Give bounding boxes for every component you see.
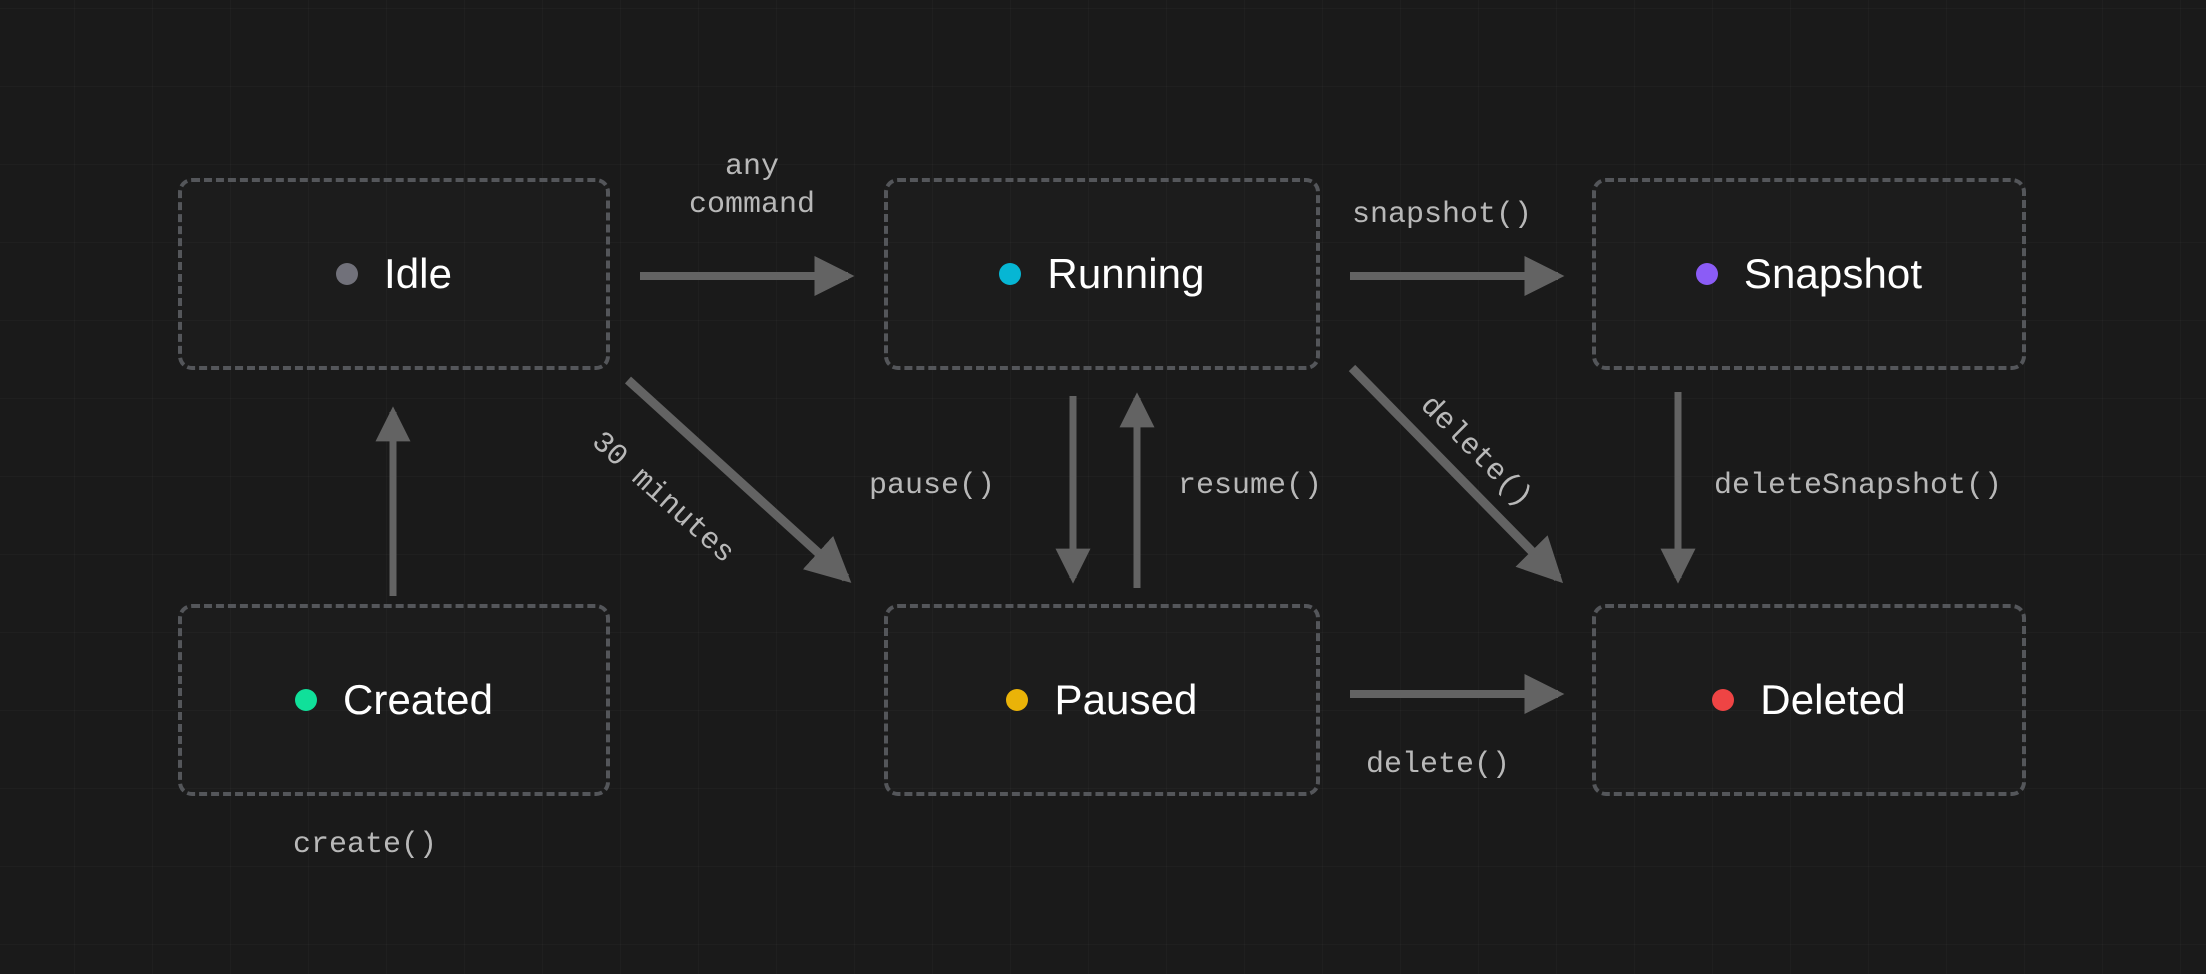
- node-deleted[interactable]: Deleted: [1592, 604, 2026, 796]
- edge-label-any-command: any command: [688, 150, 816, 223]
- edge-line-delete-from-running: [1348, 364, 1564, 584]
- edge-label-thirty-minutes: 30 minutes: [583, 425, 741, 572]
- status-dot-created: [294, 689, 317, 711]
- edge-label-snapshot: snapshot(): [1352, 198, 1533, 232]
- edge-label-delete-snapshot: deleteSnapshot(): [1714, 469, 2003, 503]
- status-dot-running: [999, 263, 1022, 285]
- node-running[interactable]: Running: [884, 178, 1320, 370]
- node-label-deleted: Deleted: [1760, 676, 1906, 723]
- node-label-idle: Idle: [383, 250, 453, 297]
- status-dot-snapshot: [1695, 263, 1718, 285]
- edge-label-pause: pause(): [869, 469, 996, 503]
- node-label-created: Created: [342, 676, 494, 723]
- node-paused[interactable]: Paused: [884, 604, 1320, 796]
- edge-label-delete-from-running: delete(): [1412, 389, 1539, 516]
- node-snapshot[interactable]: Snapshot: [1592, 178, 2026, 370]
- node-label-snapshot: Snapshot: [1743, 250, 1923, 297]
- status-dot-deleted: [1712, 689, 1735, 711]
- node-idle[interactable]: Idle: [178, 178, 610, 370]
- edge-label-delete-from-paused: delete(): [1366, 748, 1511, 782]
- status-dot-idle: [335, 263, 358, 285]
- edge-label-resume: resume(): [1178, 469, 1323, 503]
- edge-label-create: create(): [293, 828, 438, 862]
- node-created[interactable]: Created: [178, 604, 610, 796]
- node-label-running: Running: [1047, 250, 1205, 297]
- status-dot-paused: [1006, 689, 1029, 711]
- node-label-paused: Paused: [1054, 676, 1198, 723]
